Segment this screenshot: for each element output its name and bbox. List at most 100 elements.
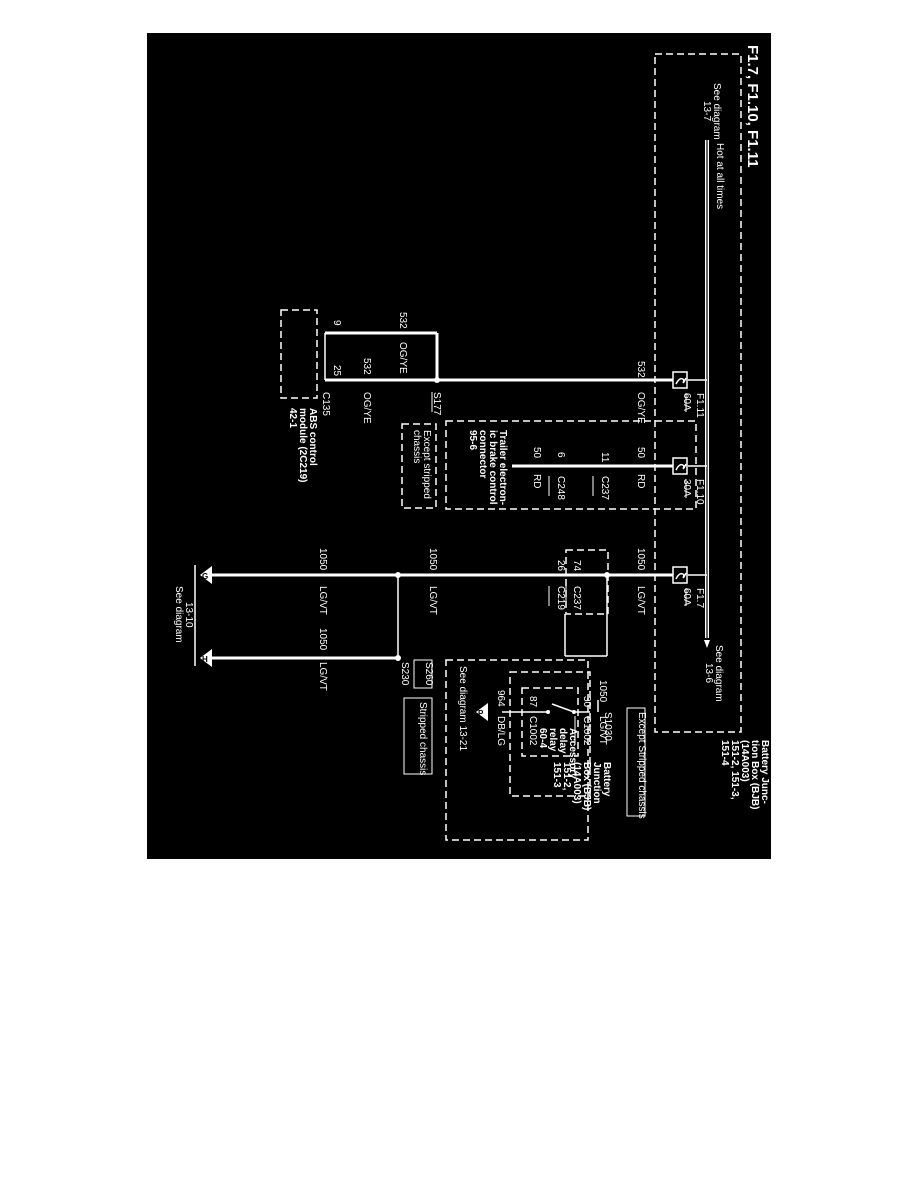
svg-text:Except stripped: Except stripped — [421, 430, 432, 499]
diagram-panel — [147, 33, 771, 859]
svg-text:Trailer electron-: Trailer electron- — [497, 430, 508, 505]
svg-text:connector: connector — [477, 430, 488, 478]
svg-text:(14A003): (14A003) — [739, 740, 750, 782]
svg-text:F1.10: F1.10 — [694, 479, 705, 505]
svg-text:87: 87 — [527, 696, 538, 708]
svg-text:F1.11: F1.11 — [694, 393, 705, 418]
svg-text:relay: relay — [547, 728, 558, 752]
svg-text:Battery Junc-: Battery Junc- — [759, 740, 770, 804]
svg-text:6: 6 — [555, 452, 566, 458]
svg-text:G: G — [202, 572, 208, 581]
svg-text:1050: 1050 — [317, 628, 328, 651]
svg-text:Junction: Junction — [591, 762, 602, 804]
bjb-top-label: Battery Junc- tion Box (BJB) (14A003) 15… — [719, 740, 770, 809]
svg-text:11: 11 — [599, 452, 610, 463]
connector-arrow-h — [200, 649, 212, 667]
splice-s177 — [434, 377, 440, 383]
svg-text:LG/VT: LG/VT — [597, 716, 608, 745]
stripped-chassis-note — [403, 697, 433, 775]
svg-text:(14A003): (14A003) — [571, 762, 582, 804]
relay-box — [521, 687, 579, 757]
abs-module-label: ABS control module (2C219) 42-1 — [287, 408, 318, 482]
svg-text:30: 30 — [581, 696, 592, 708]
svg-text:25: 25 — [331, 365, 342, 377]
svg-text:151-2, 151-3,: 151-2, 151-3, — [729, 740, 740, 800]
svg-text:RD: RD — [635, 474, 646, 488]
svg-text:151-4: 151-4 — [719, 740, 730, 766]
svg-text:S1030: S1030 — [602, 712, 613, 741]
hot-at-all-times-label: Hot at all times — [714, 143, 725, 209]
diagram-title: F1.7, F1.10, F1.11 — [744, 45, 761, 168]
svg-text:LG/VT: LG/VT — [317, 662, 328, 691]
accessory-delay-relay: 30 C1002 87 C1002 Accessory delay relay … — [445, 659, 612, 841]
svg-text:tion Box (BJB): tion Box (BJB) — [749, 740, 760, 809]
svg-text:50: 50 — [531, 447, 542, 459]
svg-text:30A: 30A — [681, 479, 692, 497]
svg-text:delay: delay — [557, 728, 568, 754]
except-stripped-chassis-note-2 — [626, 707, 646, 817]
svg-text:532: 532 — [635, 361, 646, 378]
see-diagram-13-10: See diagram 13-10 — [173, 586, 194, 643]
svg-text:P: P — [478, 709, 484, 718]
svg-text:60A: 60A — [681, 393, 692, 411]
see-diagram-13-6: See diagram 13-6 — [703, 645, 724, 702]
connector-arrow-p — [476, 703, 488, 721]
svg-text:532: 532 — [397, 312, 408, 329]
relay-label: Accessory delay relay 60-4 — [537, 728, 578, 779]
svg-text:9: 9 — [331, 320, 342, 326]
fuse-f1-11: F1.11 60A — [672, 371, 705, 418]
svg-text:C248: C248 — [555, 476, 566, 500]
svg-text:1050: 1050 — [317, 548, 328, 571]
svg-text:Box (BJB): Box (BJB) — [581, 762, 592, 810]
svg-text:LG/VT: LG/VT — [427, 586, 438, 615]
svg-text:Battery: Battery — [601, 762, 612, 797]
svg-text:13-6: 13-6 — [703, 663, 714, 683]
svg-text:C1002: C1002 — [527, 716, 538, 746]
svg-text:OG/YE: OG/YE — [635, 392, 646, 424]
svg-text:13-7: 13-7 — [701, 101, 712, 121]
svg-text:LG/VT: LG/VT — [635, 586, 646, 615]
svg-text:C135: C135 — [320, 392, 331, 416]
svg-text:LG/VT: LG/VT — [317, 586, 328, 615]
svg-text:1050: 1050 — [597, 680, 608, 703]
svg-text:C219: C219 — [555, 586, 566, 610]
abs-module-box — [280, 309, 318, 399]
svg-text:532: 532 — [361, 358, 372, 375]
trailer-brake-label: Trailer electron- ic brake control conne… — [467, 430, 508, 505]
svg-text:C237: C237 — [571, 586, 582, 610]
svg-text:S260: S260 — [423, 662, 434, 686]
svg-text:13-10: 13-10 — [183, 602, 194, 628]
circuit-1050: 1050 LG/VT 74 C237 26 C219 1050 LG/VT 10… — [173, 548, 673, 819]
svg-text:1050: 1050 — [635, 548, 646, 571]
svg-text:60-4: 60-4 — [537, 728, 548, 748]
svg-text:H: H — [202, 655, 208, 664]
splice-s230 — [395, 655, 401, 661]
svg-text:Except Stripped chassis: Except Stripped chassis — [636, 712, 647, 819]
svg-text:OG/YE: OG/YE — [361, 392, 372, 424]
svg-text:42-1: 42-1 — [287, 408, 298, 428]
svg-text:See diagram: See diagram — [711, 83, 722, 140]
connector-arrow-g — [200, 566, 212, 584]
see-diagram-13-7: See diagram 13-7 — [701, 83, 722, 140]
bjb-lower-label: Battery Junction Box (BJB) (14A003) 151-… — [551, 762, 612, 810]
splice-s260-box — [413, 659, 433, 689]
see-13-21-box — [445, 659, 589, 841]
except-stripped-chassis-note — [401, 423, 437, 509]
svg-text:1050: 1050 — [427, 548, 438, 571]
svg-text:F1.7: F1.7 — [694, 588, 705, 608]
fuse-f1-10: F1.10 30A — [672, 457, 705, 505]
svg-text:S177: S177 — [431, 392, 442, 416]
svg-text:module (2C219): module (2C219) — [297, 408, 308, 482]
svg-text:ic brake control: ic brake control — [487, 430, 498, 505]
svg-text:74: 74 — [571, 560, 582, 572]
svg-text:26: 26 — [555, 560, 566, 572]
svg-text:C237: C237 — [599, 476, 610, 500]
svg-text:151-3: 151-3 — [551, 762, 562, 788]
svg-text:See diagram: See diagram — [713, 645, 724, 702]
bjb-lower-box — [509, 671, 591, 797]
svg-text:DB/LG: DB/LG — [495, 716, 506, 746]
svg-text:See diagram: See diagram — [173, 586, 184, 643]
svg-text:50: 50 — [635, 447, 646, 459]
svg-text:See diagram 13-21: See diagram 13-21 — [457, 666, 468, 751]
